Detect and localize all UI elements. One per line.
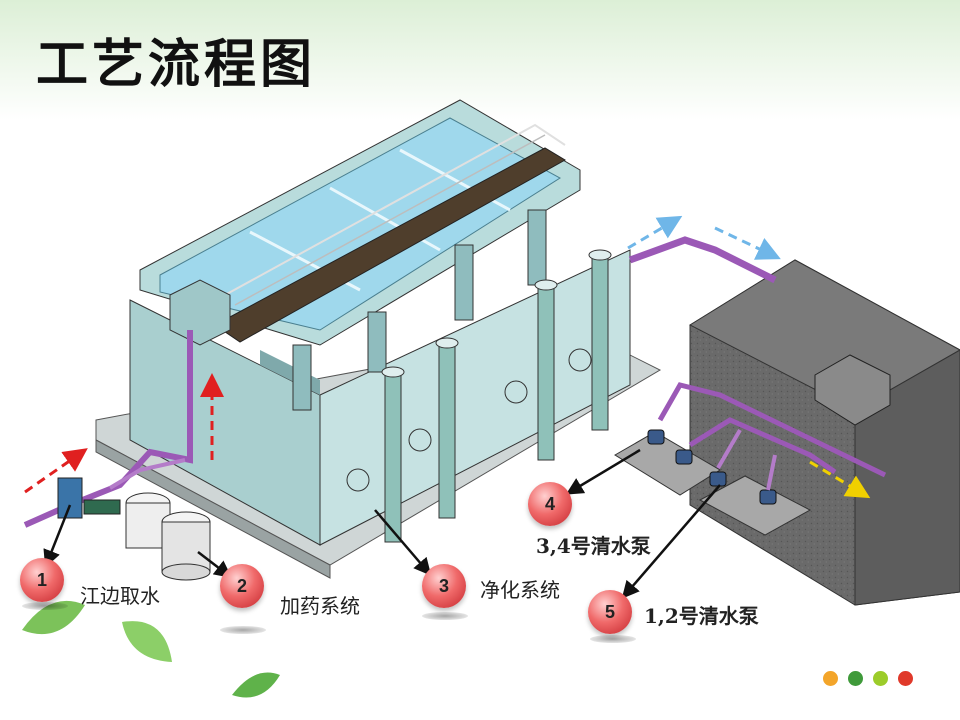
decor-dot-green	[848, 671, 863, 686]
clear-water-well	[614, 259, 960, 606]
clarifier-tank	[129, 99, 631, 546]
intake-pump	[57, 477, 83, 519]
well-hatch	[814, 354, 891, 426]
step-badge-1: 1	[20, 558, 64, 602]
step-badge-2: 2	[220, 564, 264, 608]
step-label-2: 加药系统	[280, 594, 360, 618]
leader-5	[621, 484, 721, 599]
badge-shadow	[590, 635, 636, 643]
flow-arrow-intake	[24, 448, 88, 494]
pump-bay-34	[614, 431, 721, 496]
transfer-pipe	[628, 236, 777, 284]
intake-pipes	[23, 330, 193, 528]
step-badge-5: 5	[588, 590, 632, 634]
badge-shadow	[22, 602, 68, 610]
step-label-5: 1,2号清水泵	[644, 604, 759, 628]
step-label-1: 江边取水	[80, 584, 160, 608]
pump-bay-12	[698, 475, 812, 536]
decor-dot-red	[898, 671, 913, 686]
dosing-tanks	[125, 492, 211, 581]
slide-title: 工艺流程图	[36, 34, 317, 95]
leaf-decoration-icon	[22, 600, 280, 698]
flow-arrow-outlet	[809, 460, 871, 499]
decor-dot-orange	[823, 671, 838, 686]
step-label-4: 3,4号清水泵	[536, 534, 651, 558]
decor-dot-lime	[873, 671, 888, 686]
flow-arrow-transfer-1	[627, 215, 683, 250]
leader-2	[197, 551, 232, 579]
sludge-channel	[214, 147, 566, 343]
step-badge-3: 3	[422, 564, 466, 608]
badge-shadow	[220, 626, 266, 634]
leader-3	[374, 509, 432, 576]
inlet-box	[169, 279, 231, 346]
badge-shadow	[422, 612, 468, 620]
leader-4	[565, 448, 641, 495]
leader-1	[43, 504, 72, 568]
standpipes	[381, 249, 612, 543]
tank-water-surface	[159, 117, 561, 331]
step-label-3: 净化系统	[480, 578, 560, 602]
flow-arrow-transfer-2	[714, 226, 781, 260]
step-badge-4: 4	[528, 482, 572, 526]
